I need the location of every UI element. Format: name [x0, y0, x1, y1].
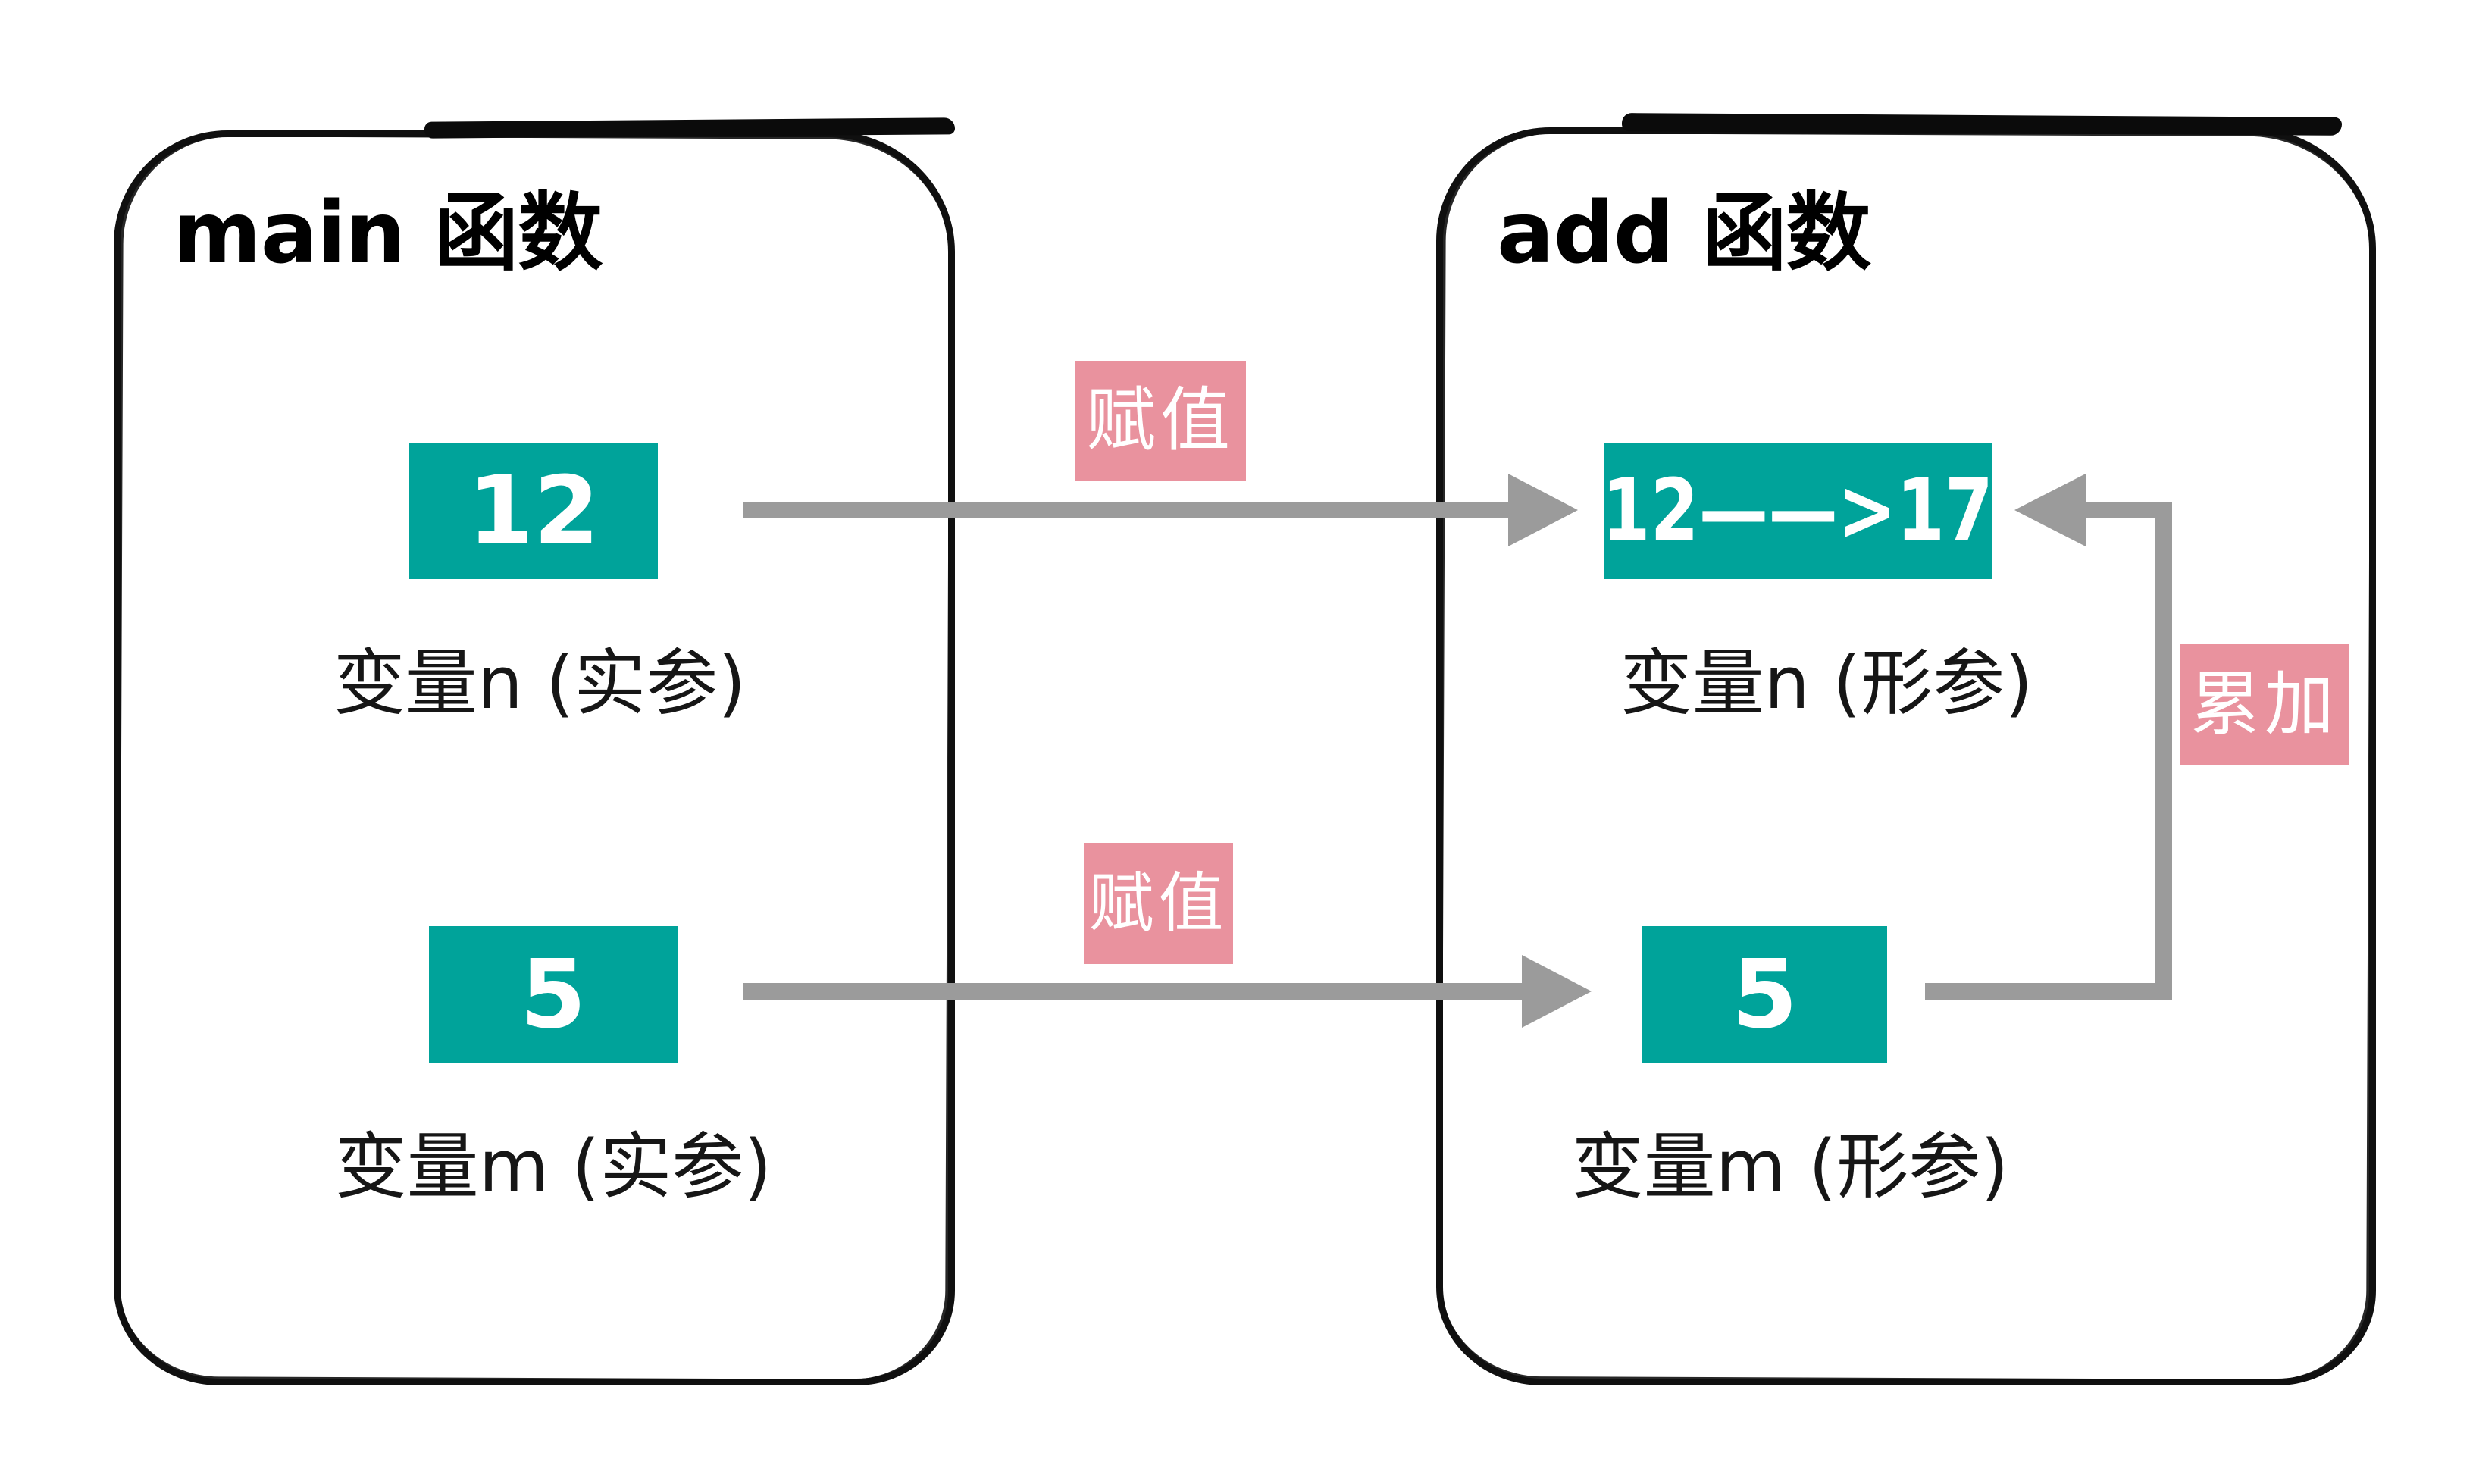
main-frame-title: main 函数 [173, 184, 603, 283]
value-add-n: 12——>17 [1601, 462, 1994, 560]
value-box-add-n: 12——>17 [1601, 443, 1994, 579]
accumulate-arrow-head-icon [2014, 474, 2086, 546]
accumulate-arrow-bottom-shaft [1925, 983, 2172, 1000]
assign-arrow-top-head-icon [1508, 474, 1578, 546]
label-main-var-m: 变量m (实参) [334, 1126, 772, 1209]
accumulate-arrow-vertical-shaft [2155, 502, 2172, 1000]
assign-badge-top: 赋值 [1075, 361, 1246, 481]
accumulate-badge-text: 累加 [2190, 664, 2339, 745]
assign-arrow-top-shaft [743, 502, 1510, 518]
label-add-var-m: 变量m (形参) [1571, 1126, 2009, 1209]
accumulate-badge: 累加 [2180, 644, 2349, 765]
value-main-m: 5 [520, 939, 587, 1050]
value-add-m: 5 [1732, 939, 1798, 1050]
assign-badge-top-text: 赋值 [1085, 380, 1235, 461]
value-box-main-n: 12 [409, 443, 658, 579]
assign-arrow-bottom-shaft [743, 983, 1525, 1000]
add-frame-title: add 函数 [1497, 184, 1871, 283]
label-main-var-n: 变量n (实参) [333, 642, 747, 725]
assign-arrow-bottom-head-icon [1522, 955, 1592, 1028]
label-add-var-n: 变量n (形参) [1620, 642, 2033, 725]
accumulate-arrow-top-shaft [2086, 502, 2172, 518]
value-box-add-m: 5 [1642, 926, 1887, 1063]
value-box-main-m: 5 [429, 926, 678, 1063]
assign-badge-bottom-text: 赋值 [1088, 866, 1229, 941]
assign-badge-bottom: 赋值 [1084, 843, 1233, 964]
value-main-n: 12 [468, 456, 599, 566]
